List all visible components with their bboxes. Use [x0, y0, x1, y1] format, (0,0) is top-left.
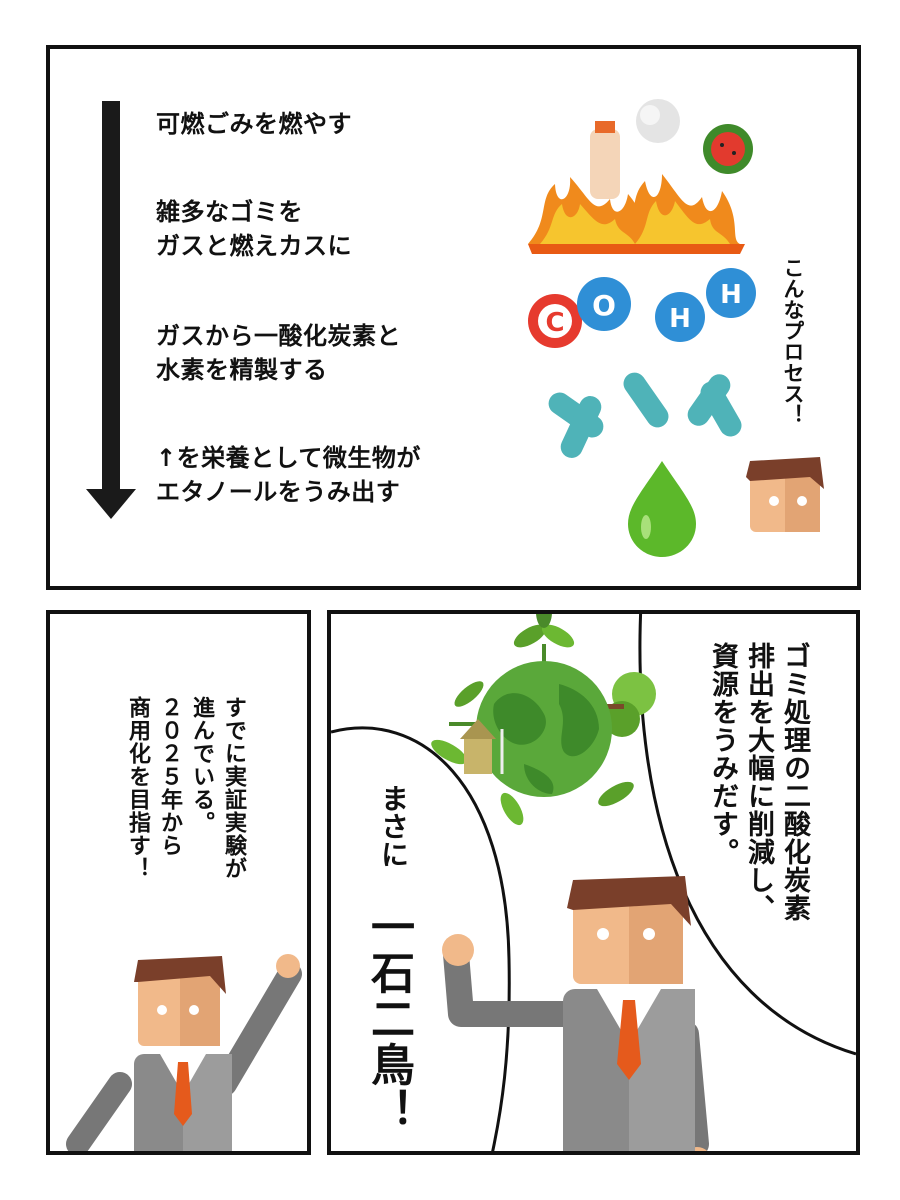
panel-benefit: ゴミ処理の二酸化炭素 排出を大幅に削減し、 資源をうみだす。 まさに 一石二鳥！: [327, 610, 860, 1155]
businessman-head-icon: [746, 457, 824, 532]
flames-icon: [528, 174, 745, 254]
step-ferment: ↑を栄養として微生物が エタノールをうみ出す: [156, 444, 421, 506]
svg-text:H: H: [669, 304, 691, 334]
green-earth-icon: [431, 614, 656, 826]
businessman-waving-icon: [66, 954, 302, 1151]
watermelon-icon: [703, 124, 753, 174]
hydrogen-atom-icon: H: [655, 292, 705, 342]
step-refine: ガスから一酸化炭素と 水素を精製する: [156, 322, 401, 384]
svg-text:H: H: [720, 280, 742, 310]
businessman-pointing-icon: [442, 876, 709, 1151]
oxygen-atom-icon: O: [577, 277, 631, 331]
svg-text:C: C: [545, 308, 564, 338]
hydrogen-atom-icon: H: [706, 268, 756, 318]
svg-text:O: O: [592, 289, 616, 322]
ethanol-drop-icon: [628, 461, 696, 557]
benefit-caption: ゴミ処理の二酸化炭素 排出を大幅に削減し、 資源をうみだす。: [707, 642, 810, 922]
shout-small: まさに: [377, 784, 410, 868]
process-arrow: [86, 101, 136, 519]
bottle-icon: [590, 121, 620, 199]
shout-big: 一石二鳥！: [363, 904, 414, 1134]
process-illustration: C O H H: [528, 99, 824, 557]
microbe-icon: [548, 372, 742, 458]
panel-progress: すでに実証実験が 進んでいる。 ２０２５年から 商用化を目指す！: [46, 610, 311, 1155]
panel-process: 可燃ごみを燃やす 雑多なゴミを ガスと燃えカスに ガスから一酸化炭素と 水素を精…: [46, 45, 861, 590]
paper-ball-icon: [636, 99, 680, 143]
carbon-atom-icon: C: [528, 294, 582, 348]
step-burn: 可燃ごみを燃やす: [156, 110, 352, 138]
progress-caption: すでに実証実験が 進んでいる。 ２０２５年から 商用化を目指す！: [125, 696, 246, 880]
side-caption: こんなプロセス！: [781, 257, 805, 425]
step-gasify: 雑多なゴミを ガスと燃えカスに: [156, 198, 352, 260]
